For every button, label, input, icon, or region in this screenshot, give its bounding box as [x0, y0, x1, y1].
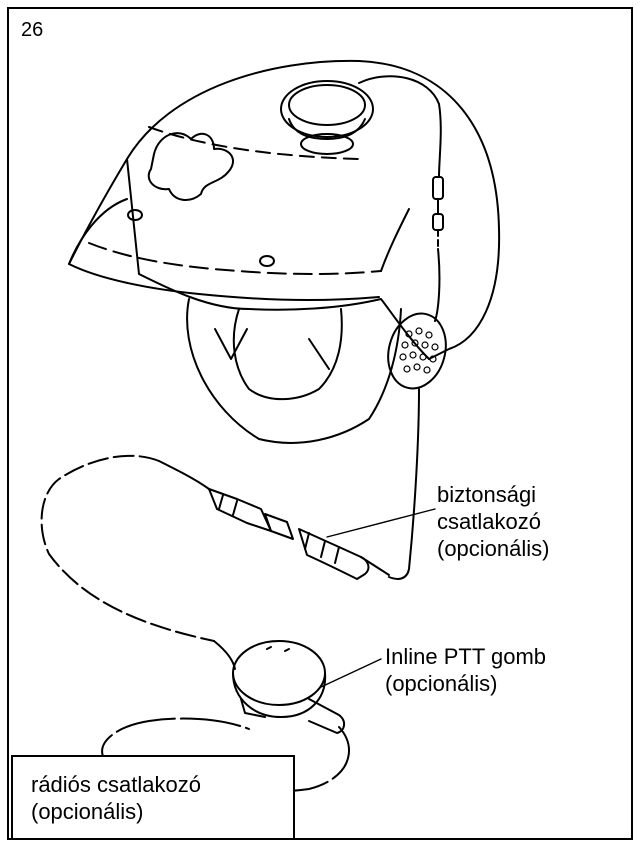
- helmet-visor: [69, 159, 379, 300]
- leader-safety: [327, 509, 435, 537]
- label-safety-line3: (opcionális): [437, 535, 550, 562]
- visor-snap-left: [128, 210, 142, 220]
- headset-wire-lower: [389, 389, 419, 579]
- helmet-shell: [127, 61, 499, 359]
- helmet-headset-illustration: [9, 9, 633, 840]
- visor-snap-right: [260, 256, 274, 266]
- label-safety-line1: biztonsági: [437, 481, 550, 508]
- label-safety-connector: biztonsági csatlakozó (opcionális): [437, 481, 550, 562]
- leader-ptt: [321, 659, 381, 687]
- label-ptt-line1: Inline PTT gomb: [385, 643, 546, 670]
- headset-cable-loop: [42, 456, 214, 641]
- headset-wire-upper: [439, 104, 441, 177]
- safety-connector: [159, 461, 389, 579]
- inline-ptt-button: [214, 641, 344, 733]
- figure-frame: 26: [7, 7, 633, 840]
- label-inline-ptt: Inline PTT gomb (opcionális): [385, 643, 546, 697]
- label-radio-line2: (opcionális): [31, 798, 293, 825]
- label-ptt-line2: (opcionális): [385, 670, 546, 697]
- inline-connector-top: [433, 177, 443, 199]
- label-safety-line2: csatlakozó: [437, 508, 550, 535]
- helmet-liner: [187, 299, 401, 443]
- helmet-decal: [149, 133, 233, 200]
- label-radio-line1: rádiós csatlakozó: [31, 771, 293, 798]
- label-radio-connector: rádiós csatlakozó (opcionális): [11, 755, 295, 840]
